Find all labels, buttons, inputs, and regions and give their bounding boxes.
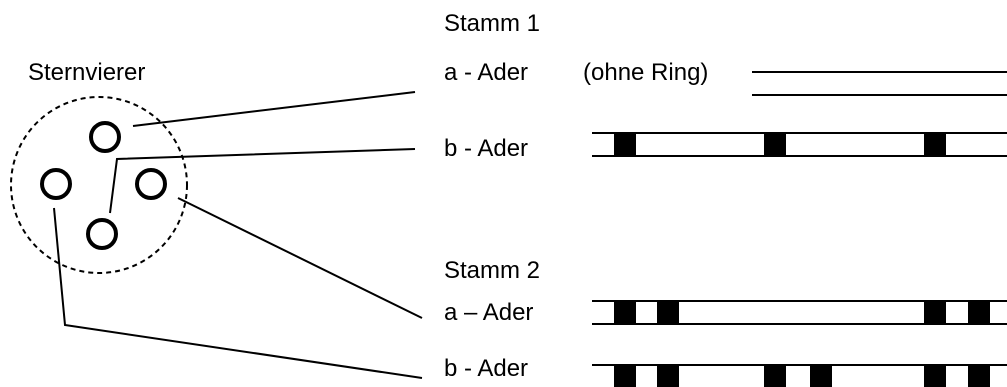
leader-line-stamm1-b — [109, 148, 416, 214]
marking-ring — [657, 365, 679, 387]
diagram-title: Sternvierer — [28, 59, 145, 86]
leader-line-stamm2-b — [53, 207, 423, 379]
group-heading-stamm-1: Stamm 1 — [444, 10, 540, 37]
wire-strip-stamm2-a — [592, 300, 1007, 325]
conductor-top — [89, 121, 121, 153]
star-quad-cross-section — [10, 96, 188, 274]
wire-strip-stamm2-b — [592, 364, 1007, 387]
wire-label-stamm2-b: b - Ader — [444, 355, 528, 382]
marking-ring — [764, 365, 786, 387]
wire-label-stamm2-a: a – Ader — [444, 299, 533, 326]
marking-ring — [968, 301, 990, 324]
cable-outline — [10, 96, 188, 274]
wire-strip-stamm1-a — [752, 71, 1007, 96]
marking-ring — [968, 365, 990, 387]
marking-ring — [614, 365, 636, 387]
wire-label-stamm1-a: a - Ader — [444, 59, 528, 86]
leader-lines — [53, 91, 423, 379]
wire-note-stamm1-a: (ohne Ring) — [583, 59, 708, 86]
conductor-right — [135, 168, 167, 200]
wire-strip-stamm1-b — [592, 132, 1007, 157]
conductor-bottom — [86, 218, 118, 250]
marking-ring — [657, 301, 679, 324]
leader-line-stamm1-a — [132, 91, 416, 127]
marking-ring — [924, 301, 946, 324]
marking-ring — [924, 133, 946, 156]
marking-ring — [614, 133, 636, 156]
marking-ring — [810, 365, 832, 387]
group-heading-stamm-2: Stamm 2 — [444, 257, 540, 284]
marking-ring — [924, 365, 946, 387]
wire-label-stamm1-b: b - Ader — [444, 135, 528, 162]
marking-ring — [614, 301, 636, 324]
leader-line-stamm2-a — [177, 197, 423, 319]
conductor-left — [40, 168, 72, 200]
marking-ring — [764, 133, 786, 156]
